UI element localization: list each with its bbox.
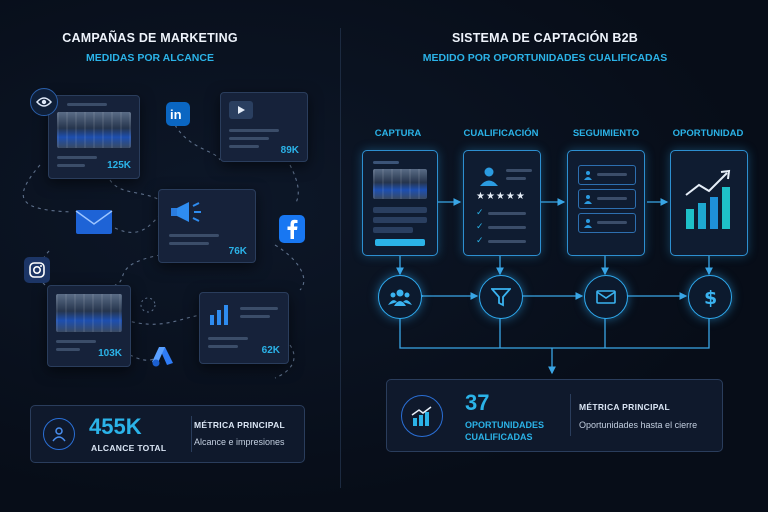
check-icon: ✓ (476, 207, 484, 217)
form-submit-button (375, 239, 425, 246)
profile-icon (478, 165, 500, 192)
form-field (373, 227, 413, 233)
campaign-card-5[interactable]: 62K (199, 292, 289, 364)
profile-text-bar (506, 169, 532, 172)
left-title: CAMPAÑAS DE MARKETING (62, 31, 238, 45)
card-text-bar (169, 242, 209, 245)
opportunities-summary-card: 37 OPORTUNIDADES CUALIFICADAS MÉTRICA PR… (386, 379, 723, 452)
campaign-image (56, 294, 122, 332)
contact-text-bar (597, 173, 627, 176)
card-text-bar (229, 129, 279, 132)
check-text-bar (488, 212, 526, 215)
stage-label-oportunidad: OPORTUNIDAD (672, 128, 744, 139)
growth-chart-icon (401, 395, 443, 437)
card-text-bar (56, 340, 96, 343)
campaign-image (57, 112, 131, 148)
svg-text:$: $ (704, 287, 717, 308)
campaign-card-2[interactable]: 89K (220, 92, 308, 162)
left-subtitle: MEDIDAS POR ALCANCE (86, 52, 214, 64)
campaign-metric: 62K (261, 345, 280, 356)
stage-label-captura: CAPTURA (374, 128, 422, 139)
main-metric-title: MÉTRICA PRINCIPAL (579, 402, 671, 412)
facebook-icon (279, 215, 305, 243)
email-icon (74, 206, 114, 238)
card-text-bar (208, 337, 248, 340)
form-field (373, 217, 427, 223)
campaign-metric: 125K (107, 160, 131, 171)
team-icon[interactable] (378, 275, 422, 319)
campaign-connectors (22, 124, 305, 379)
play-icon (229, 101, 253, 119)
stage-card-oportunidad[interactable] (670, 150, 748, 256)
filter-icon[interactable] (479, 275, 523, 319)
pipeline-connectors (396, 198, 713, 375)
form-header-bar (373, 161, 399, 164)
bar-chart-icon (208, 303, 232, 330)
stage-label-cualificacion: CUALIFICACIÓN (463, 128, 539, 139)
check-icon: ✓ (476, 221, 484, 231)
form-image (373, 169, 427, 199)
eye-icon (30, 88, 58, 116)
summary-divider (191, 416, 192, 452)
linkedin-icon: in (166, 102, 190, 126)
check-text-bar (488, 226, 526, 229)
contact-row (578, 213, 636, 233)
form-field (373, 207, 427, 213)
stage-card-cualificacion[interactable]: ★★★★★ ✓ ✓ ✓ (463, 150, 541, 256)
campaign-metric: 89K (280, 145, 299, 156)
summary-divider (570, 394, 571, 436)
google-ads-icon (150, 343, 176, 369)
panel-divider (340, 28, 341, 488)
main-metric-title: MÉTRICA PRINCIPAL (194, 420, 286, 430)
campaign-card-3[interactable]: 76K (158, 189, 256, 263)
card-text-bar (57, 156, 97, 159)
contact-text-bar (597, 197, 627, 200)
campaign-metric: 76K (228, 246, 247, 257)
total-reach-label: ALCANCE TOTAL (91, 443, 167, 453)
right-title: SISTEMA DE CAPTACIÓN B2B (451, 31, 639, 45)
contact-text-bar (597, 221, 627, 224)
card-text-bar (229, 145, 259, 148)
stage-label-seguimiento: SEGUIMIENTO (572, 128, 640, 139)
opportunities-value: 37 (465, 390, 490, 415)
stage-card-captura[interactable] (362, 150, 438, 256)
campaign-card-1[interactable]: 125K (48, 95, 140, 179)
campaign-metric: 103K (98, 348, 122, 359)
card-text-bar (229, 137, 269, 140)
total-reach-value: 455K (89, 414, 142, 439)
profile-text-bar (506, 177, 526, 180)
right-subtitle: MEDIDO POR OPORTUNIDADES CUALIFICADAS (422, 52, 668, 64)
main-metric-desc: Oportunidades hasta el cierre (579, 420, 698, 430)
rating-stars: ★★★★★ (476, 191, 526, 202)
dollar-icon[interactable]: $ (688, 275, 732, 319)
card-header-bar (67, 103, 107, 106)
svg-text:in: in (170, 107, 182, 121)
email-icon[interactable] (584, 275, 628, 319)
card-text-bar (56, 348, 80, 351)
instagram-icon (24, 257, 50, 283)
check-icon: ✓ (476, 235, 484, 245)
megaphone-icon (169, 200, 203, 229)
opportunities-label-1: OPORTUNIDADES (465, 420, 545, 430)
card-text-bar (169, 234, 219, 237)
stage-card-seguimiento[interactable] (567, 150, 645, 256)
user-icon (43, 418, 75, 450)
main-metric-desc: Alcance e impresiones (194, 437, 285, 447)
card-text-bar (240, 315, 270, 318)
card-text-bar (240, 307, 278, 310)
card-text-bar (208, 345, 238, 348)
card-text-bar (57, 164, 85, 167)
contact-row (578, 189, 636, 209)
contact-row (578, 165, 636, 185)
opportunities-label-2: CUALIFICADAS (465, 432, 533, 442)
campaign-card-4[interactable]: 103K (47, 285, 131, 367)
growth-chart-icon (683, 169, 737, 236)
reach-summary-card: 455K ALCANCE TOTAL MÉTRICA PRINCIPAL Alc… (30, 405, 305, 463)
check-text-bar (488, 240, 526, 243)
